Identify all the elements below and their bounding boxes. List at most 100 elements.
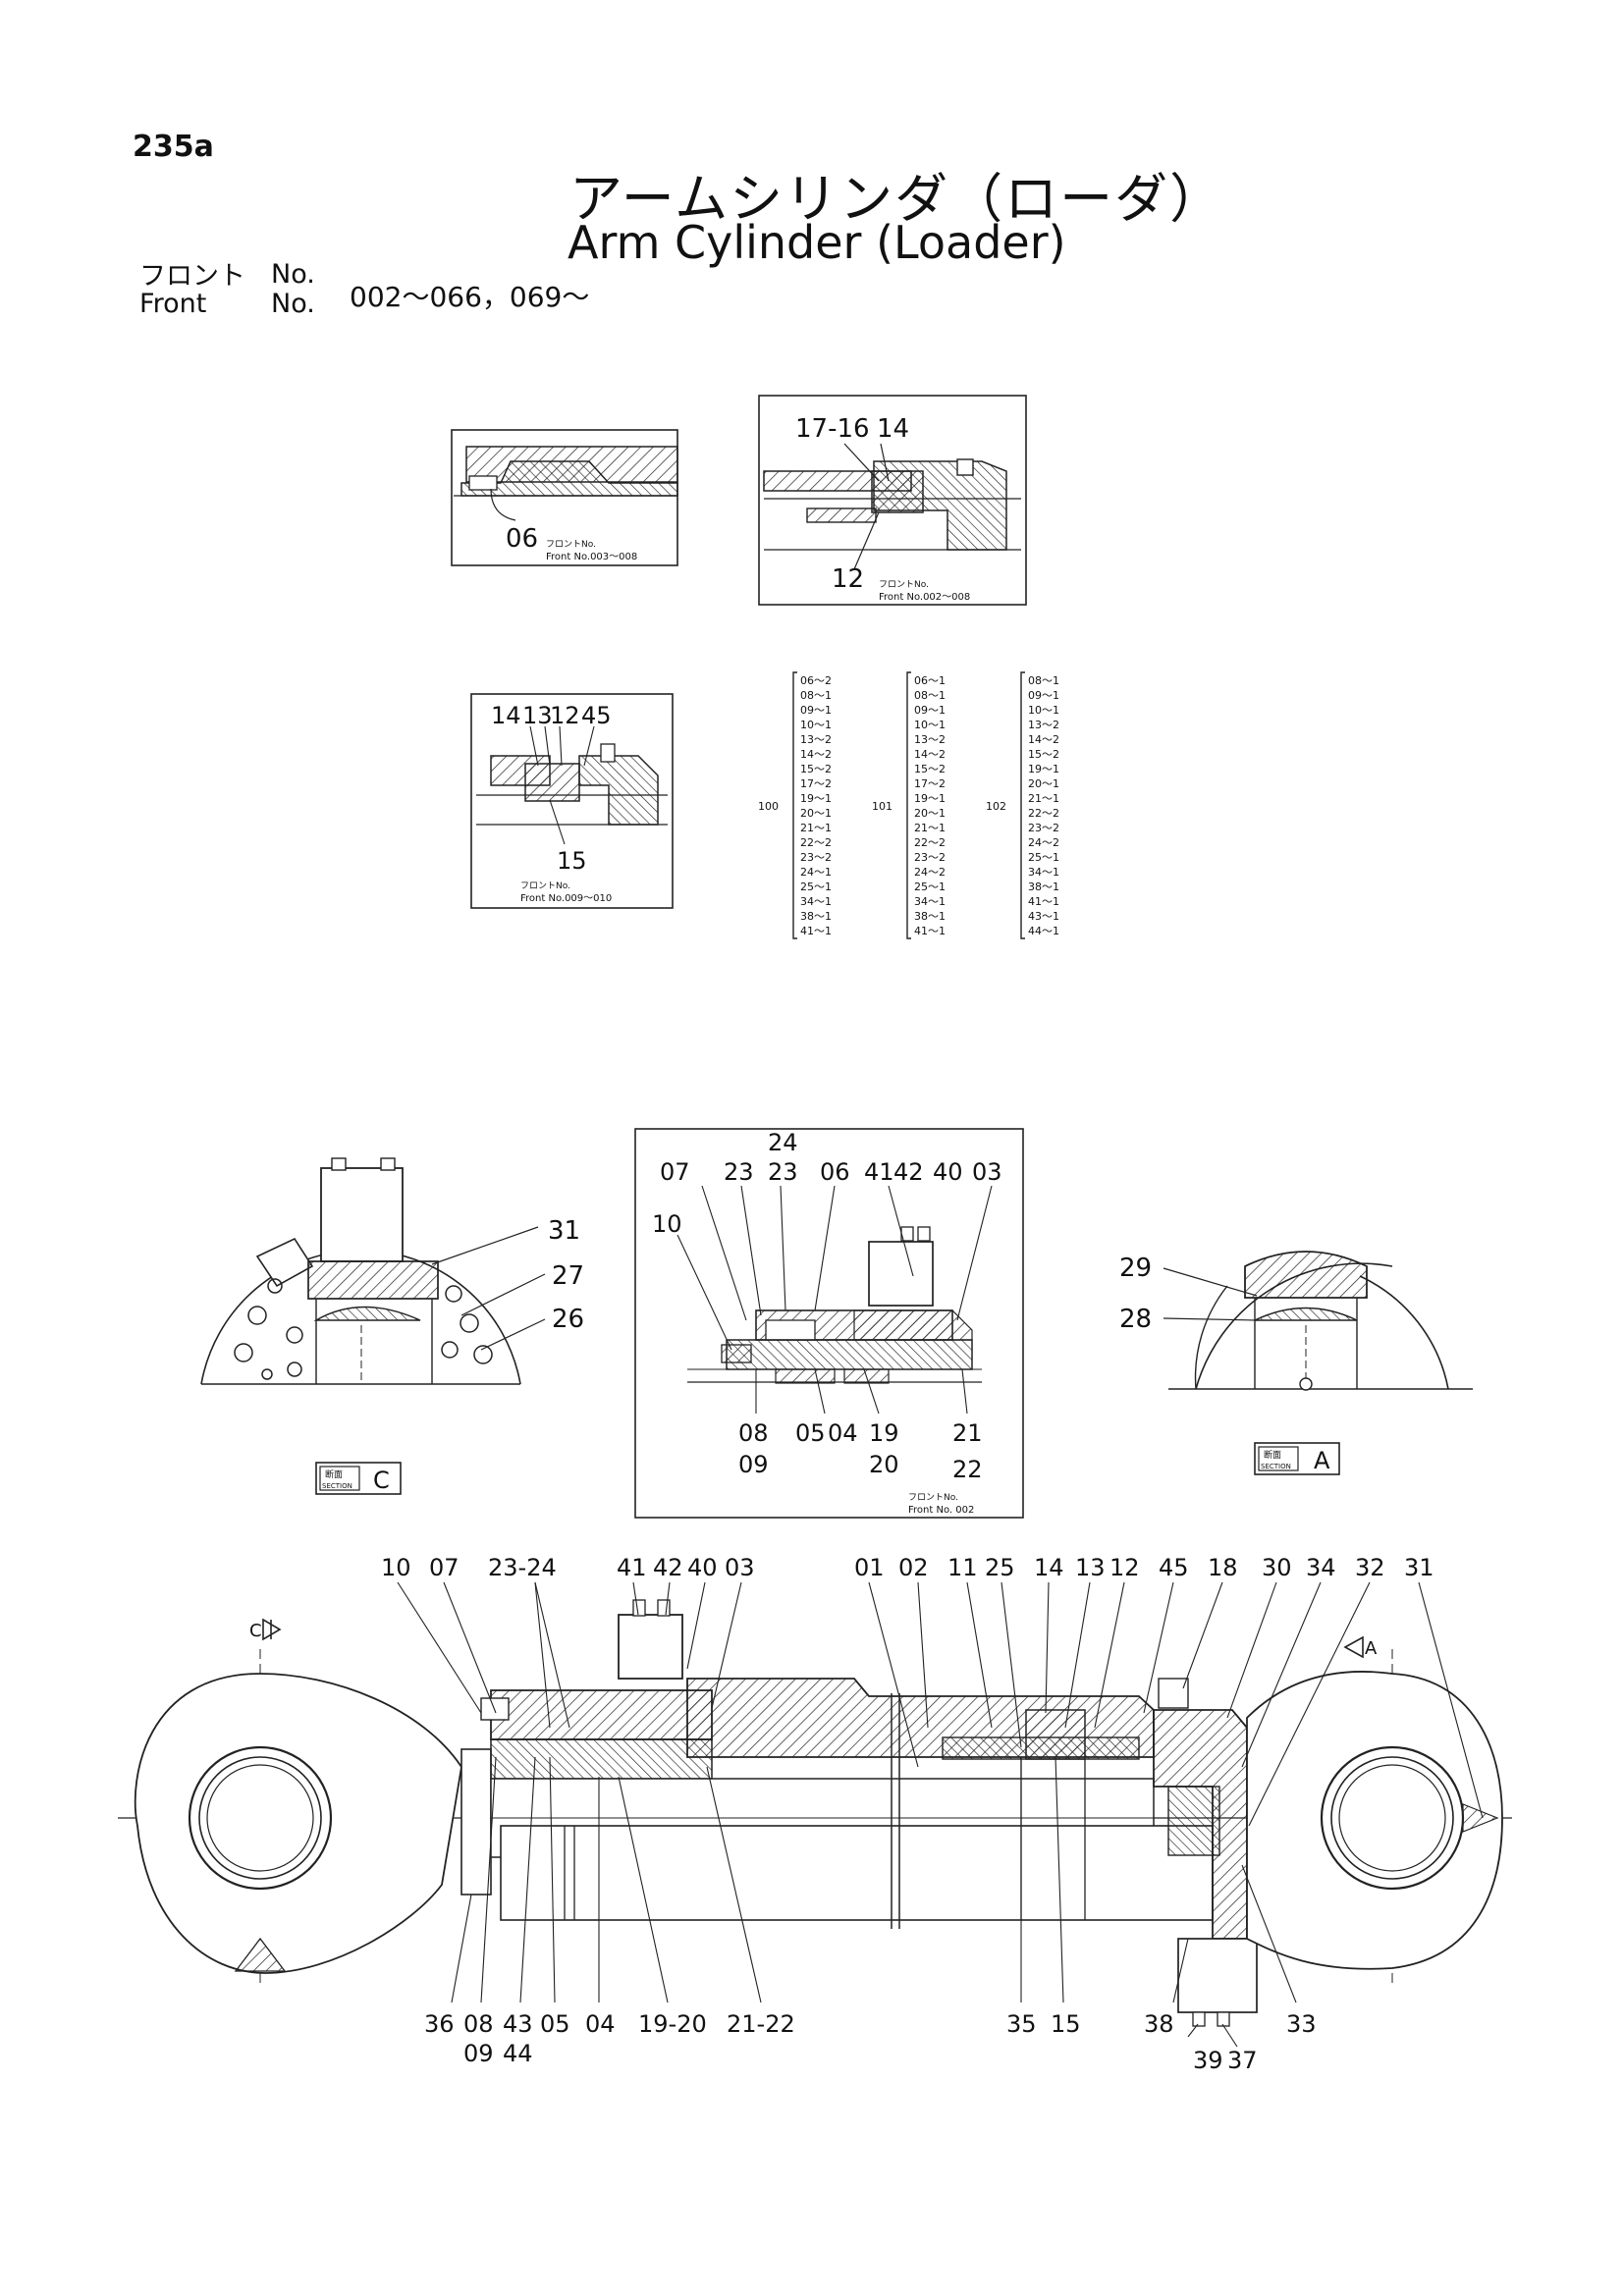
inset-d-callout-20: 20 — [869, 1451, 899, 1478]
main-callout-05: 05 — [540, 2010, 570, 2038]
kit-102-item: 19～1 — [1028, 763, 1059, 775]
section-a-view: 29 28 断面 SECTION A — [1119, 1251, 1473, 1475]
inset-d-callout-24: 24 — [768, 1129, 798, 1156]
kit-101-item: 10～1 — [914, 719, 946, 731]
kit-102-item: 21～1 — [1028, 792, 1059, 805]
inset-d-callout-06: 06 — [820, 1158, 850, 1186]
inset-d-callout-40: 40 — [933, 1158, 963, 1186]
kit-100-item: 34～1 — [800, 895, 832, 908]
main-callout-23-24: 23-24 — [488, 1554, 557, 1581]
inset-c-callout-14: 14 — [491, 702, 521, 729]
kit-102-item: 20～1 — [1028, 777, 1059, 790]
main-callout-04: 04 — [585, 2010, 616, 2038]
main-callout-09: 09 — [463, 2040, 494, 2067]
inset-d-callout-23a: 23 — [724, 1158, 754, 1186]
kit-101-item: 20～1 — [914, 807, 946, 820]
title-english: Arm Cylinder (Loader) — [568, 216, 1066, 269]
inset-d-callout-23b: 23 — [768, 1158, 798, 1186]
main-callout-19-20: 19-20 — [638, 2010, 707, 2038]
kit-100-item: 15～2 — [800, 763, 832, 775]
kit-102-item: 13～2 — [1028, 719, 1059, 731]
main-callout-08: 08 — [463, 2010, 494, 2038]
kit-100-item: 06～2 — [800, 674, 832, 687]
section-a-letter: A — [1314, 1447, 1330, 1474]
kit-101-item: 06～1 — [914, 674, 946, 687]
inset-b-callout-12: 12 — [832, 564, 864, 594]
main-callout-07: 07 — [429, 1554, 460, 1581]
inset-d-callout-08: 08 — [738, 1419, 769, 1447]
inset-c-callout-15: 15 — [557, 847, 587, 875]
inset-c-callout-13: 13 — [522, 702, 553, 729]
kit-100-item: 25～1 — [800, 881, 832, 893]
main-callout-36: 36 — [424, 2010, 455, 2038]
main-callout-10: 10 — [381, 1554, 411, 1581]
main-callout-38: 38 — [1144, 2010, 1174, 2038]
inset-d-callout-22: 22 — [952, 1456, 983, 1483]
inset-d-callout-04: 04 — [828, 1419, 858, 1447]
kit-102-item: 43～1 — [1028, 910, 1059, 923]
kit-100-item: 14～2 — [800, 748, 832, 761]
section-c-label-en: SECTION — [322, 1482, 352, 1490]
kit-100-item: 19～1 — [800, 792, 832, 805]
main-callout-31: 31 — [1404, 1554, 1434, 1581]
kit-code-101: 101 — [872, 800, 893, 813]
kit-102-item: 25～1 — [1028, 851, 1059, 864]
main-callout-02: 02 — [898, 1554, 929, 1581]
main-callout-40: 40 — [687, 1554, 718, 1581]
inset-b-note-en: Front No.002～008 — [879, 592, 970, 603]
kit-100-item: 17～2 — [800, 777, 832, 790]
kit-100-item: 24～1 — [800, 866, 832, 879]
kit-102-item: 09～1 — [1028, 689, 1059, 702]
front-label-english: Front — [139, 289, 207, 319]
front-label-japanese: フロント — [139, 261, 245, 292]
inset-d-callout-03: 03 — [972, 1158, 1002, 1186]
main-callout-15: 15 — [1051, 2010, 1081, 2038]
section-c-letter: C — [373, 1467, 390, 1494]
main-callout-01: 01 — [854, 1554, 885, 1581]
section-c-callout-27: 27 — [552, 1261, 584, 1291]
section-a-callout-29: 29 — [1119, 1254, 1152, 1283]
main-callout-43: 43 — [503, 2010, 533, 2038]
no-label-japanese: No. — [271, 259, 315, 290]
kit-102-item: 24～2 — [1028, 836, 1059, 849]
section-c-view: 31 27 26 断面 SECTION C — [200, 1157, 584, 1495]
kit-101-item: 14～2 — [914, 748, 946, 761]
kit-100-item: 10～1 — [800, 719, 832, 731]
main-callout-42: 42 — [653, 1554, 683, 1581]
main-callout-21-22: 21-22 — [727, 2010, 795, 2038]
main-callout-32: 32 — [1355, 1554, 1385, 1581]
kit-100-item: 09～1 — [800, 704, 832, 717]
kit-100-item: 08～1 — [800, 689, 832, 702]
kit-102-item: 34～1 — [1028, 866, 1059, 879]
inset-c-callout-45: 45 — [581, 702, 612, 729]
main-callout-45: 45 — [1159, 1554, 1189, 1581]
kit-101-item: 09～1 — [914, 704, 946, 717]
main-callout-44: 44 — [503, 2040, 533, 2067]
inset-d-callout-09: 09 — [738, 1451, 769, 1478]
kit-101-item: 13～2 — [914, 733, 946, 746]
kit-100-item: 13～2 — [800, 733, 832, 746]
kit-code-100: 100 — [758, 800, 779, 813]
inset-c-note-jp: フロントNo. — [520, 881, 570, 891]
inset-a: 06 フロントNo. Front No.003～008 — [451, 429, 678, 566]
kit-101-item: 08～1 — [914, 689, 946, 702]
kit-101-item: 21～1 — [914, 822, 946, 834]
kit-101-item: 24～2 — [914, 866, 946, 879]
inset-b-callout-17-16: 17-16 — [795, 414, 870, 444]
inset-d-callout-19: 19 — [869, 1419, 899, 1447]
inset-c: 14 13 12 45 15 フロントNo. Front No.009～010 — [470, 693, 674, 909]
section-c-label-jp: 断面 — [325, 1468, 343, 1480]
kit-102-item: 23～2 — [1028, 822, 1059, 834]
section-a-label-en: SECTION — [1261, 1463, 1291, 1470]
kit-102-item: 10～1 — [1028, 704, 1059, 717]
main-cylinder-view: C A — [118, 1554, 1512, 2074]
kit-102-item: 15～2 — [1028, 748, 1059, 761]
inset-d-callout-21: 21 — [952, 1419, 983, 1447]
no-label-english: No. — [271, 289, 315, 319]
section-a-callout-28: 28 — [1119, 1305, 1152, 1334]
kit-101-item: 38～1 — [914, 910, 946, 923]
main-callout-03: 03 — [725, 1554, 755, 1581]
main-callout-35: 35 — [1006, 2010, 1037, 2038]
view-arrow-a-letter: A — [1365, 1638, 1378, 1659]
